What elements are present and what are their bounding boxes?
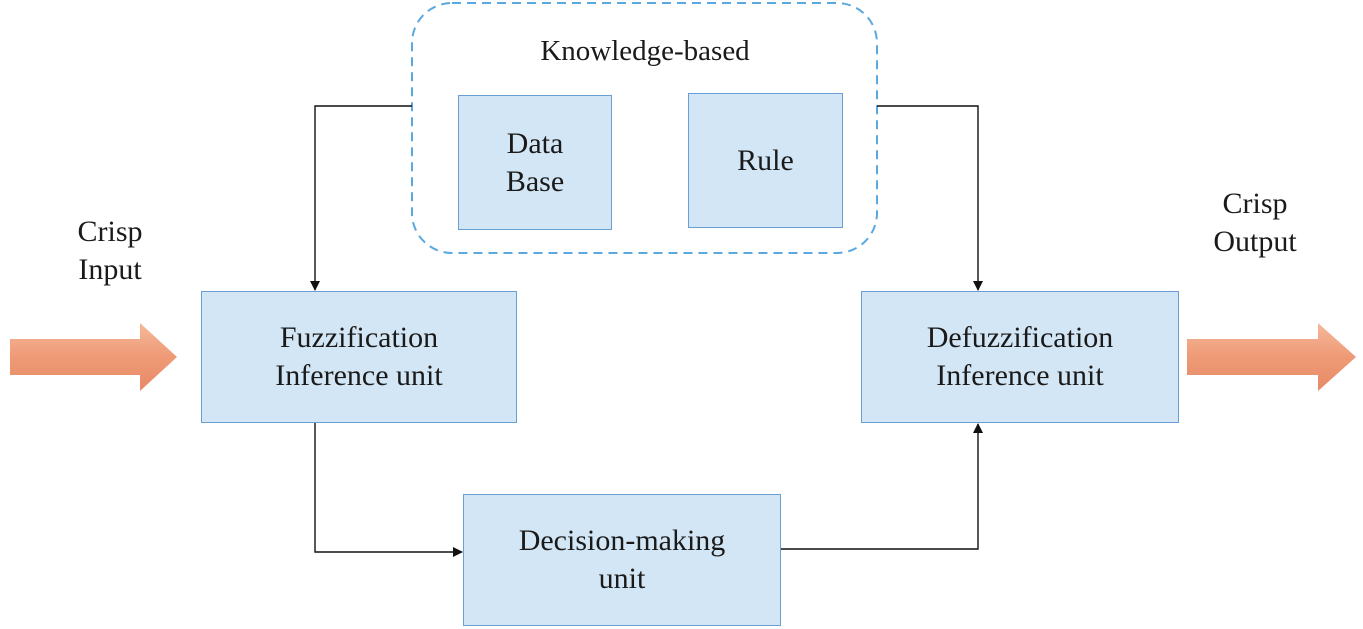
rule-label: Rule: [737, 143, 794, 177]
defuzzification-label-line2: Inference unit: [936, 359, 1104, 392]
fuzzification-label-line2: Inference unit: [275, 359, 443, 392]
decision-label-line2: unit: [598, 562, 646, 595]
data-base-label-line2: Base: [505, 164, 565, 198]
crisp-input-label: Crisp Input: [50, 213, 170, 289]
crisp-input-label-line2: Input: [78, 253, 142, 286]
decision-making-box: Decision-making unit: [463, 494, 781, 626]
connector-knowledge-to-fuzzification: [310, 105, 412, 291]
crisp-output-label-line1: Crisp: [1222, 187, 1288, 220]
connector-decision-to-defuzzification: [781, 423, 983, 550]
rule-box: Rule: [688, 93, 843, 228]
decision-label-line1: Decision-making: [518, 524, 726, 557]
connector-fuzzification-to-decision: [314, 423, 463, 557]
crisp-input-arrow: [10, 323, 177, 391]
crisp-input-label-line1: Crisp: [77, 215, 143, 248]
defuzzification-label-line1: Defuzzification: [926, 321, 1114, 354]
knowledge-based-group: [411, 2, 878, 254]
fuzzification-inference-box: Fuzzification Inference unit: [201, 291, 517, 423]
knowledge-based-title: Knowledge-based: [540, 35, 750, 67]
fuzzification-label-line1: Fuzzification: [279, 321, 439, 354]
defuzzification-inference-box: Defuzzification Inference unit: [861, 291, 1179, 423]
data-base-label-line1: Data: [506, 126, 564, 160]
crisp-output-label: Crisp Output: [1190, 185, 1320, 261]
crisp-output-label-line2: Output: [1213, 225, 1297, 258]
crisp-output-arrow: [1187, 323, 1356, 391]
connector-knowledge-to-defuzzification: [877, 105, 983, 291]
data-base-box: Data Base: [458, 95, 612, 230]
